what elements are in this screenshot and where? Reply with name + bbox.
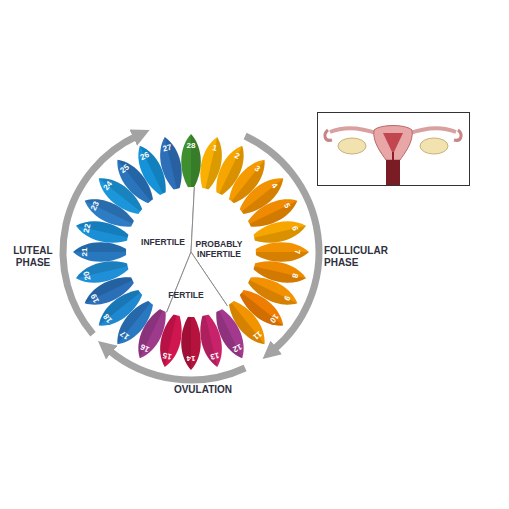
ovulation-arrow <box>109 350 245 380</box>
uterus-inset <box>318 113 470 186</box>
day-petal: 21 <box>73 239 131 265</box>
phase-label: LUTEAL PHASE <box>6 245 60 269</box>
day-number: 14 <box>178 353 204 363</box>
uterine-cavity <box>383 133 403 152</box>
sector-label: FERTILE <box>164 291 208 301</box>
ovary <box>338 138 366 154</box>
phase-label: FOLLICULAR PHASE <box>324 245 400 269</box>
fertile-sector: FERTILE <box>126 187 256 317</box>
fallopian-tube <box>408 128 456 134</box>
vagina <box>386 160 400 185</box>
day-petal: 7 <box>251 239 309 265</box>
sector-wedge <box>167 252 228 317</box>
sector-divider <box>167 252 228 312</box>
fallopian-tube <box>330 128 378 134</box>
day-number: 28 <box>178 141 204 151</box>
inset-frame <box>318 113 470 186</box>
day-number: 21 <box>80 239 90 265</box>
ovary <box>420 138 448 154</box>
day-number: 7 <box>292 239 302 265</box>
fimbriae <box>325 130 332 140</box>
phase-label: OVULATION <box>163 384 243 396</box>
fimbriae <box>454 130 461 140</box>
day-petal: 28 <box>178 134 204 192</box>
sector-label: INFERTILE <box>137 238 189 248</box>
sector-label: PROBABLY INFERTILE <box>194 240 244 260</box>
day-petal: 14 <box>178 312 204 370</box>
